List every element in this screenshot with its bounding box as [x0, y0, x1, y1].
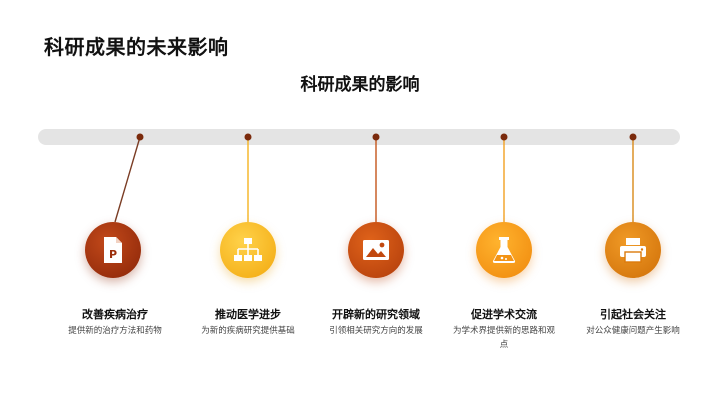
timeline-dot-2: [244, 133, 252, 141]
timeline-track: [38, 129, 680, 145]
item-1-circle: P: [85, 222, 141, 278]
item-1-title: 改善疾病治疗: [82, 308, 148, 321]
item-2-title: 推动医学进步: [215, 308, 281, 321]
timeline-dot-5: [629, 133, 637, 141]
slide-title: 科研成果的未来影响: [44, 35, 229, 59]
item-4-title: 促进学术交流: [471, 308, 537, 321]
timeline-dot-3: [372, 133, 380, 141]
flowchart-icon: [233, 237, 263, 263]
section-subtitle: 科研成果的影响: [300, 75, 420, 95]
item-4-desc: 为学术界提供新的思路和观点: [452, 326, 555, 350]
item-2-desc: 为新的疾病研究提供基础: [201, 326, 295, 336]
item-4-circle: [476, 222, 532, 278]
item-5-title: 引起社会关注: [600, 308, 666, 321]
document-icon: P: [101, 236, 125, 264]
item-3-desc: 引领相关研究方向的发展: [329, 326, 423, 336]
item-5-desc: 对公众健康问题产生影响: [586, 326, 680, 336]
timeline-dot-1: [136, 133, 144, 141]
svg-text:P: P: [109, 248, 117, 261]
item-3-circle: [348, 222, 404, 278]
flask-icon: [491, 236, 517, 264]
printer-icon: [619, 237, 647, 263]
item-5-circle: [605, 222, 661, 278]
connector-line-1: [114, 136, 141, 223]
timeline-dot-4: [500, 133, 508, 141]
item-1-desc: 提供新的治疗方法和药物: [68, 326, 162, 336]
item-2-circle: [220, 222, 276, 278]
image-icon: [362, 239, 390, 261]
item-3-title: 开辟新的研究领域: [332, 308, 420, 321]
